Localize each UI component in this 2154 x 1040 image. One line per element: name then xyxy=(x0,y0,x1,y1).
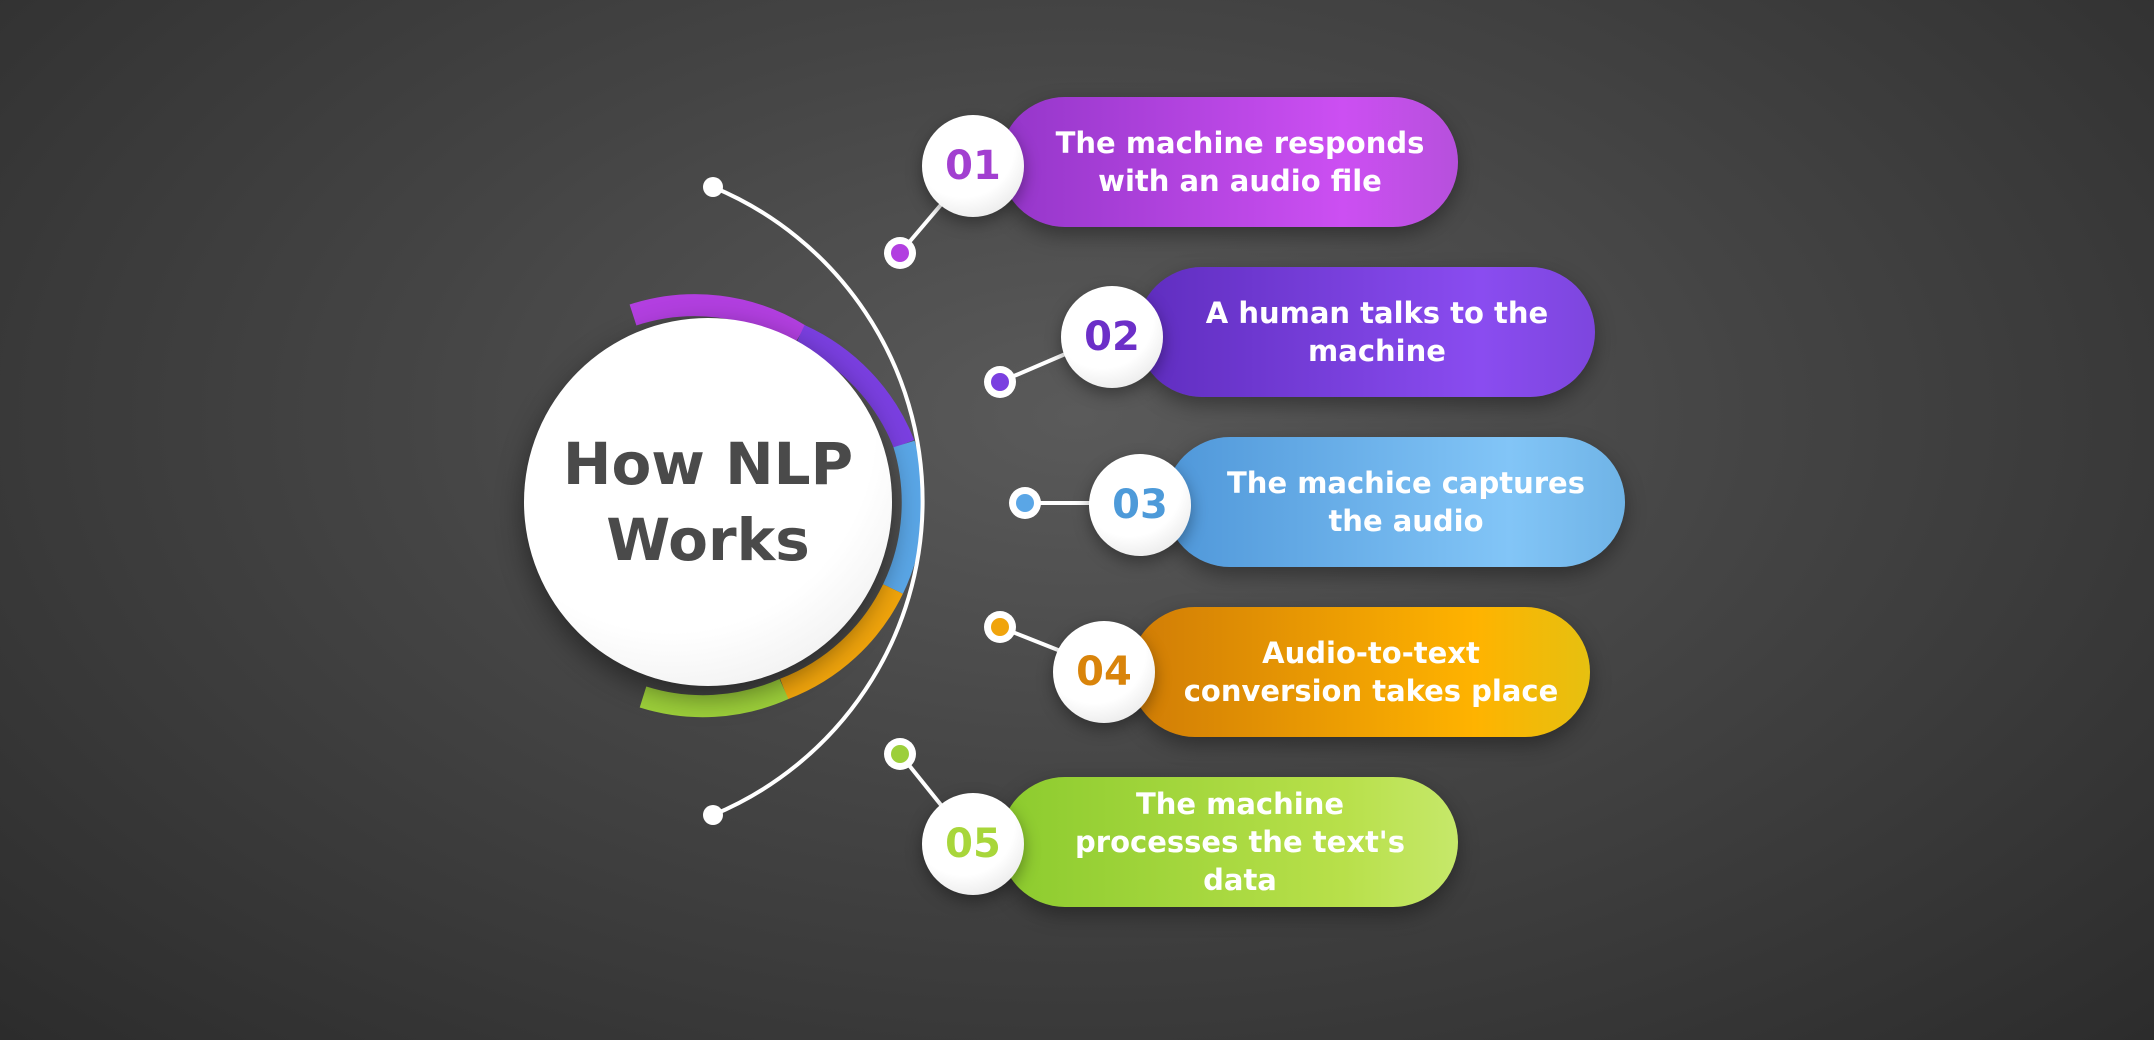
step-5-badge: 05 xyxy=(922,793,1024,895)
main-arc xyxy=(712,185,925,817)
arc-node-3 xyxy=(1009,487,1041,519)
step-3-badge: 03 xyxy=(1089,454,1191,556)
arc-node-4 xyxy=(984,611,1016,643)
step-5-pill: The machine processes the text's data xyxy=(1000,777,1458,907)
ring-segment-3 xyxy=(883,440,924,594)
step-3-text: The machice captures the audio xyxy=(1227,466,1585,538)
arc-end-dot-bottom xyxy=(703,805,723,825)
arc-end-dot-top xyxy=(703,177,723,197)
step-4-pill: Audio-to-text conversion takes place xyxy=(1130,607,1590,737)
step-2-number: 02 xyxy=(1084,314,1140,360)
arc-node-5 xyxy=(884,738,916,770)
step-1-pill: The machine responds with an audio file xyxy=(1000,97,1458,227)
step-2-text: A human talks to the machine xyxy=(1205,296,1549,368)
step-1-number: 01 xyxy=(945,143,1001,189)
ring-segment-5 xyxy=(639,678,789,718)
ring-segment-4 xyxy=(779,584,903,700)
step-4-number: 04 xyxy=(1076,649,1132,695)
step-2-badge: 02 xyxy=(1061,286,1163,388)
step-1-text: The machine responds with an audio file xyxy=(1055,126,1425,198)
step-3-number: 03 xyxy=(1112,482,1168,528)
ring-segment-1 xyxy=(629,294,806,345)
step-4-text: Audio-to-text conversion takes place xyxy=(1183,636,1559,708)
step-4-badge: 04 xyxy=(1053,621,1155,723)
arc-node-1 xyxy=(884,237,916,269)
step-5-text: The machine processes the text's data xyxy=(1075,787,1405,897)
step-5-number: 05 xyxy=(945,821,1001,867)
step-3-pill: The machice captures the audio xyxy=(1165,437,1625,567)
diagram-title: How NLP Works xyxy=(562,430,854,574)
step-2-pill: A human talks to the machine xyxy=(1137,267,1595,397)
ring-segment-2 xyxy=(795,324,915,449)
hub-circle: How NLP Works xyxy=(524,318,892,686)
step-1-badge: 01 xyxy=(922,115,1024,217)
arc-node-2 xyxy=(984,366,1016,398)
